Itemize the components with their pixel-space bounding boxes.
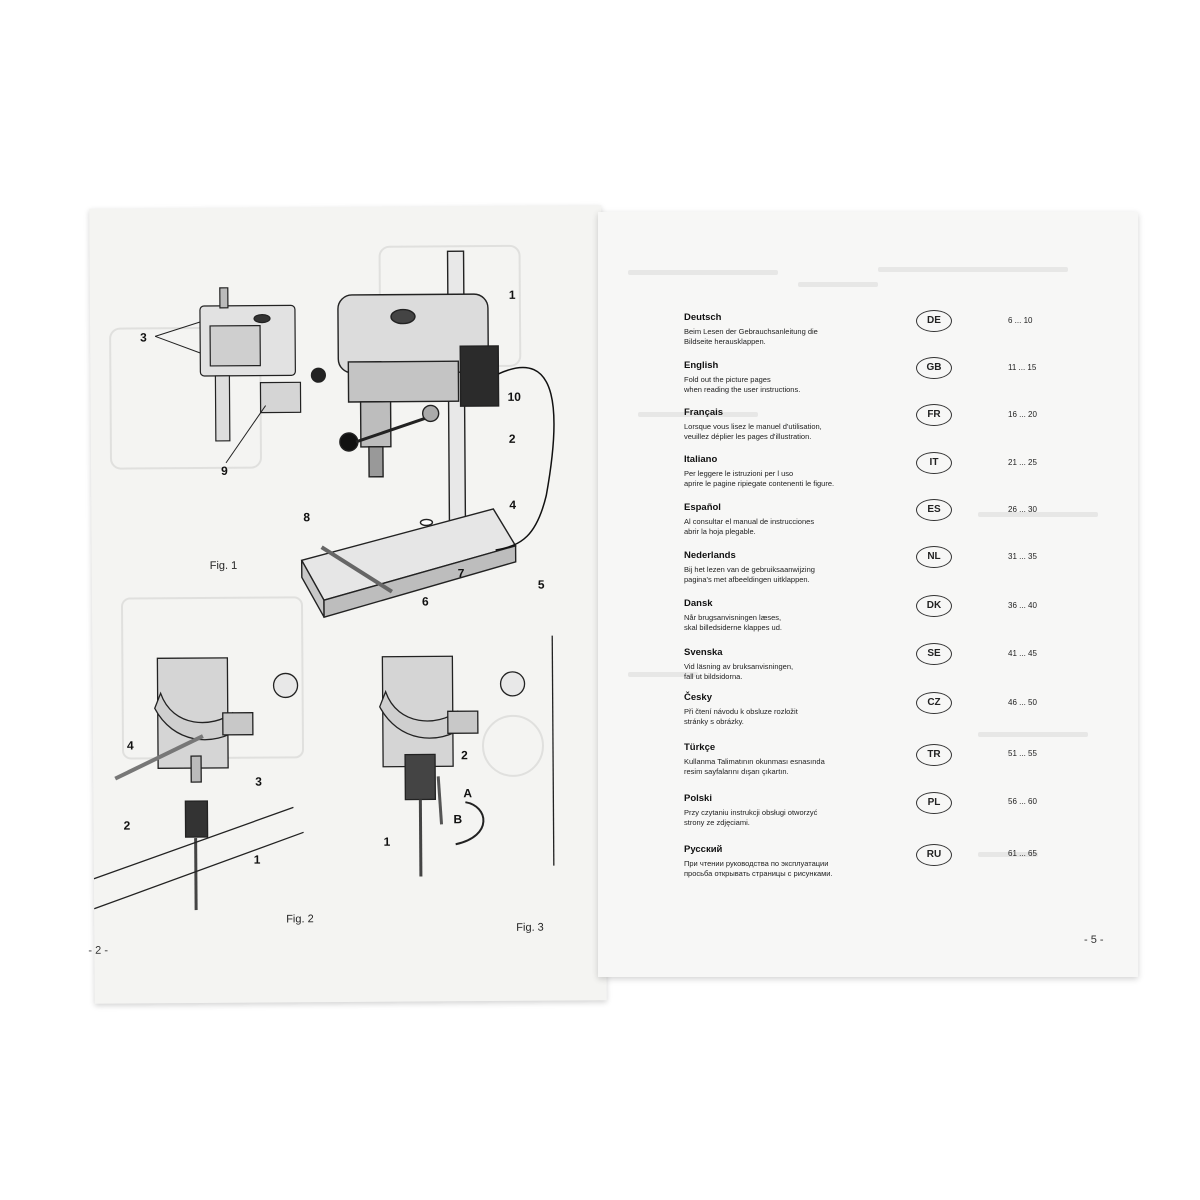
fig1-callout-6: 6	[421, 594, 429, 609]
page-range-de: 6 ... 10	[1008, 316, 1033, 325]
lang-instruction: Bij het lezen van de gebruiksaanwijzing …	[684, 565, 815, 584]
lang-name: Svenska	[684, 647, 723, 658]
lang-instruction: Vid läsning av bruksanvisningen, fall ut…	[684, 662, 794, 681]
language-badge-dk: DK	[916, 595, 952, 617]
left-page-number: - 2 -	[88, 944, 109, 957]
lang-block-dk: Dansk Når brugsanvisningen læses, skal b…	[684, 598, 884, 633]
language-badge-it: IT	[916, 452, 952, 474]
page-range-it: 21 ... 25	[1008, 458, 1037, 467]
page-range-nl: 31 ... 35	[1008, 552, 1037, 561]
language-badge-cz: CZ	[916, 692, 952, 714]
lang-block-fr: Français Lorsque vous lisez le manuel d'…	[684, 407, 884, 442]
lang-instruction: Kullanma Talimatının okunması esnasında …	[684, 757, 825, 776]
lang-instruction: При чтении руководства по эксплуатации п…	[684, 859, 833, 878]
page-range-se: 41 ... 45	[1008, 649, 1037, 658]
lang-block-se: Svenska Vid läsning av bruksanvisningen,…	[684, 647, 884, 682]
language-badge-se: SE	[916, 643, 952, 665]
fig1-callout-3: 3	[140, 330, 147, 345]
lang-instruction: Při čtení návodu k obsluze rozložit strá…	[684, 707, 798, 726]
right-page: Deutsch Beim Lesen der Gebrauchsanleitun…	[598, 212, 1138, 977]
language-badge-nl: NL	[916, 546, 952, 568]
lang-block-gb: English Fold out the picture pages when …	[684, 360, 884, 395]
lang-name: Français	[684, 407, 724, 418]
fig1-callout-10: 10	[507, 389, 521, 404]
lang-name: Türkçe	[684, 742, 716, 753]
language-badge-gb: GB	[916, 357, 952, 379]
lang-block-tr: Türkçe Kullanma Talimatının okunması esn…	[684, 742, 884, 777]
page-range-tr: 51 ... 55	[1008, 749, 1037, 758]
language-badge-tr: TR	[916, 744, 952, 766]
fig1-caption: Fig. 1	[209, 559, 238, 572]
lang-name: Dansk	[684, 598, 713, 609]
lang-name: Česky	[684, 692, 712, 703]
fig3-callout-b: B	[453, 812, 463, 827]
language-badge-es: ES	[916, 499, 952, 521]
fig3-callout-1: 1	[383, 834, 391, 849]
fig3-callout-2: 2	[461, 748, 468, 763]
lang-name: Русский	[684, 844, 723, 855]
fig1-callout-7: 7	[457, 566, 465, 581]
language-badge-ru: RU	[916, 844, 952, 866]
lang-block-pl: Polski Przy czytaniu instrukcji obsługi …	[684, 793, 884, 828]
fig2-callout-1: 1	[253, 852, 261, 867]
lang-instruction: Når brugsanvisningen læses, skal billeds…	[684, 613, 782, 632]
page-range-dk: 36 ... 40	[1008, 601, 1037, 610]
page-range-cz: 46 ... 50	[1008, 698, 1037, 707]
lang-block-cz: Česky Při čtení návodu k obsluze rozloži…	[684, 692, 884, 727]
lang-instruction: Per leggere le istruzioni per l uso apri…	[684, 469, 835, 488]
language-badge-pl: PL	[916, 792, 952, 814]
lang-instruction: Przy czytaniu instrukcji obsługi otworzy…	[684, 808, 818, 827]
fig2-callout-2: 2	[123, 818, 131, 833]
lang-name: English	[684, 360, 719, 371]
lang-name: Polski	[684, 793, 712, 804]
page-range-es: 26 ... 30	[1008, 505, 1037, 514]
language-badge-fr: FR	[916, 404, 952, 426]
page-range-ru: 61 ... 65	[1008, 849, 1037, 858]
fig1-callout-8: 8	[303, 510, 311, 525]
left-page: 1 2 3 4 5 6 7 8 9 10 Fig. 1 1 2 3 4 Fig.…	[88, 205, 607, 1004]
lang-block-es: Español Al consultar el manual de instru…	[684, 502, 884, 537]
lang-name: Nederlands	[684, 550, 736, 561]
lang-block-it: Italiano Per leggere le istruzioni per l…	[684, 454, 884, 489]
fig2-caption: Fig. 2	[286, 913, 314, 926]
fig1-callout-5: 5	[537, 577, 545, 592]
page-range-pl: 56 ... 60	[1008, 797, 1037, 806]
lang-block-nl: Nederlands Bij het lezen van de gebruiks…	[684, 550, 884, 585]
fig1-callout-1: 1	[508, 287, 516, 302]
lang-name: Español	[684, 502, 721, 513]
lang-instruction: Al consultar el manual de instrucciones …	[684, 517, 815, 536]
fig2-callout-4: 4	[126, 738, 134, 753]
fig1-callout-4: 4	[509, 497, 517, 512]
lang-instruction: Fold out the picture pages when reading …	[684, 375, 801, 394]
fig1-callout-9: 9	[221, 463, 228, 478]
fig2-callout-3: 3	[255, 774, 262, 789]
page-range-fr: 16 ... 20	[1008, 410, 1037, 419]
drill-press-illustrations	[93, 244, 555, 911]
right-page-number: - 5 -	[1084, 934, 1104, 946]
page-range-gb: 11 ... 15	[1008, 363, 1037, 372]
lang-instruction: Lorsque vous lisez le manuel d'utilisati…	[684, 422, 822, 441]
fig1-callout-2: 2	[508, 431, 516, 446]
lang-name: Italiano	[684, 454, 718, 465]
lang-instruction: Beim Lesen der Gebrauchsanleitung die Bi…	[684, 327, 818, 346]
lang-block-de: Deutsch Beim Lesen der Gebrauchsanleitun…	[684, 312, 884, 347]
fig3-callout-a: A	[463, 786, 473, 801]
fig3-caption: Fig. 3	[516, 921, 544, 934]
lang-name: Deutsch	[684, 312, 722, 323]
language-badge-de: DE	[916, 310, 952, 332]
lang-block-ru: Русский При чтении руководства по эксплу…	[684, 844, 884, 879]
